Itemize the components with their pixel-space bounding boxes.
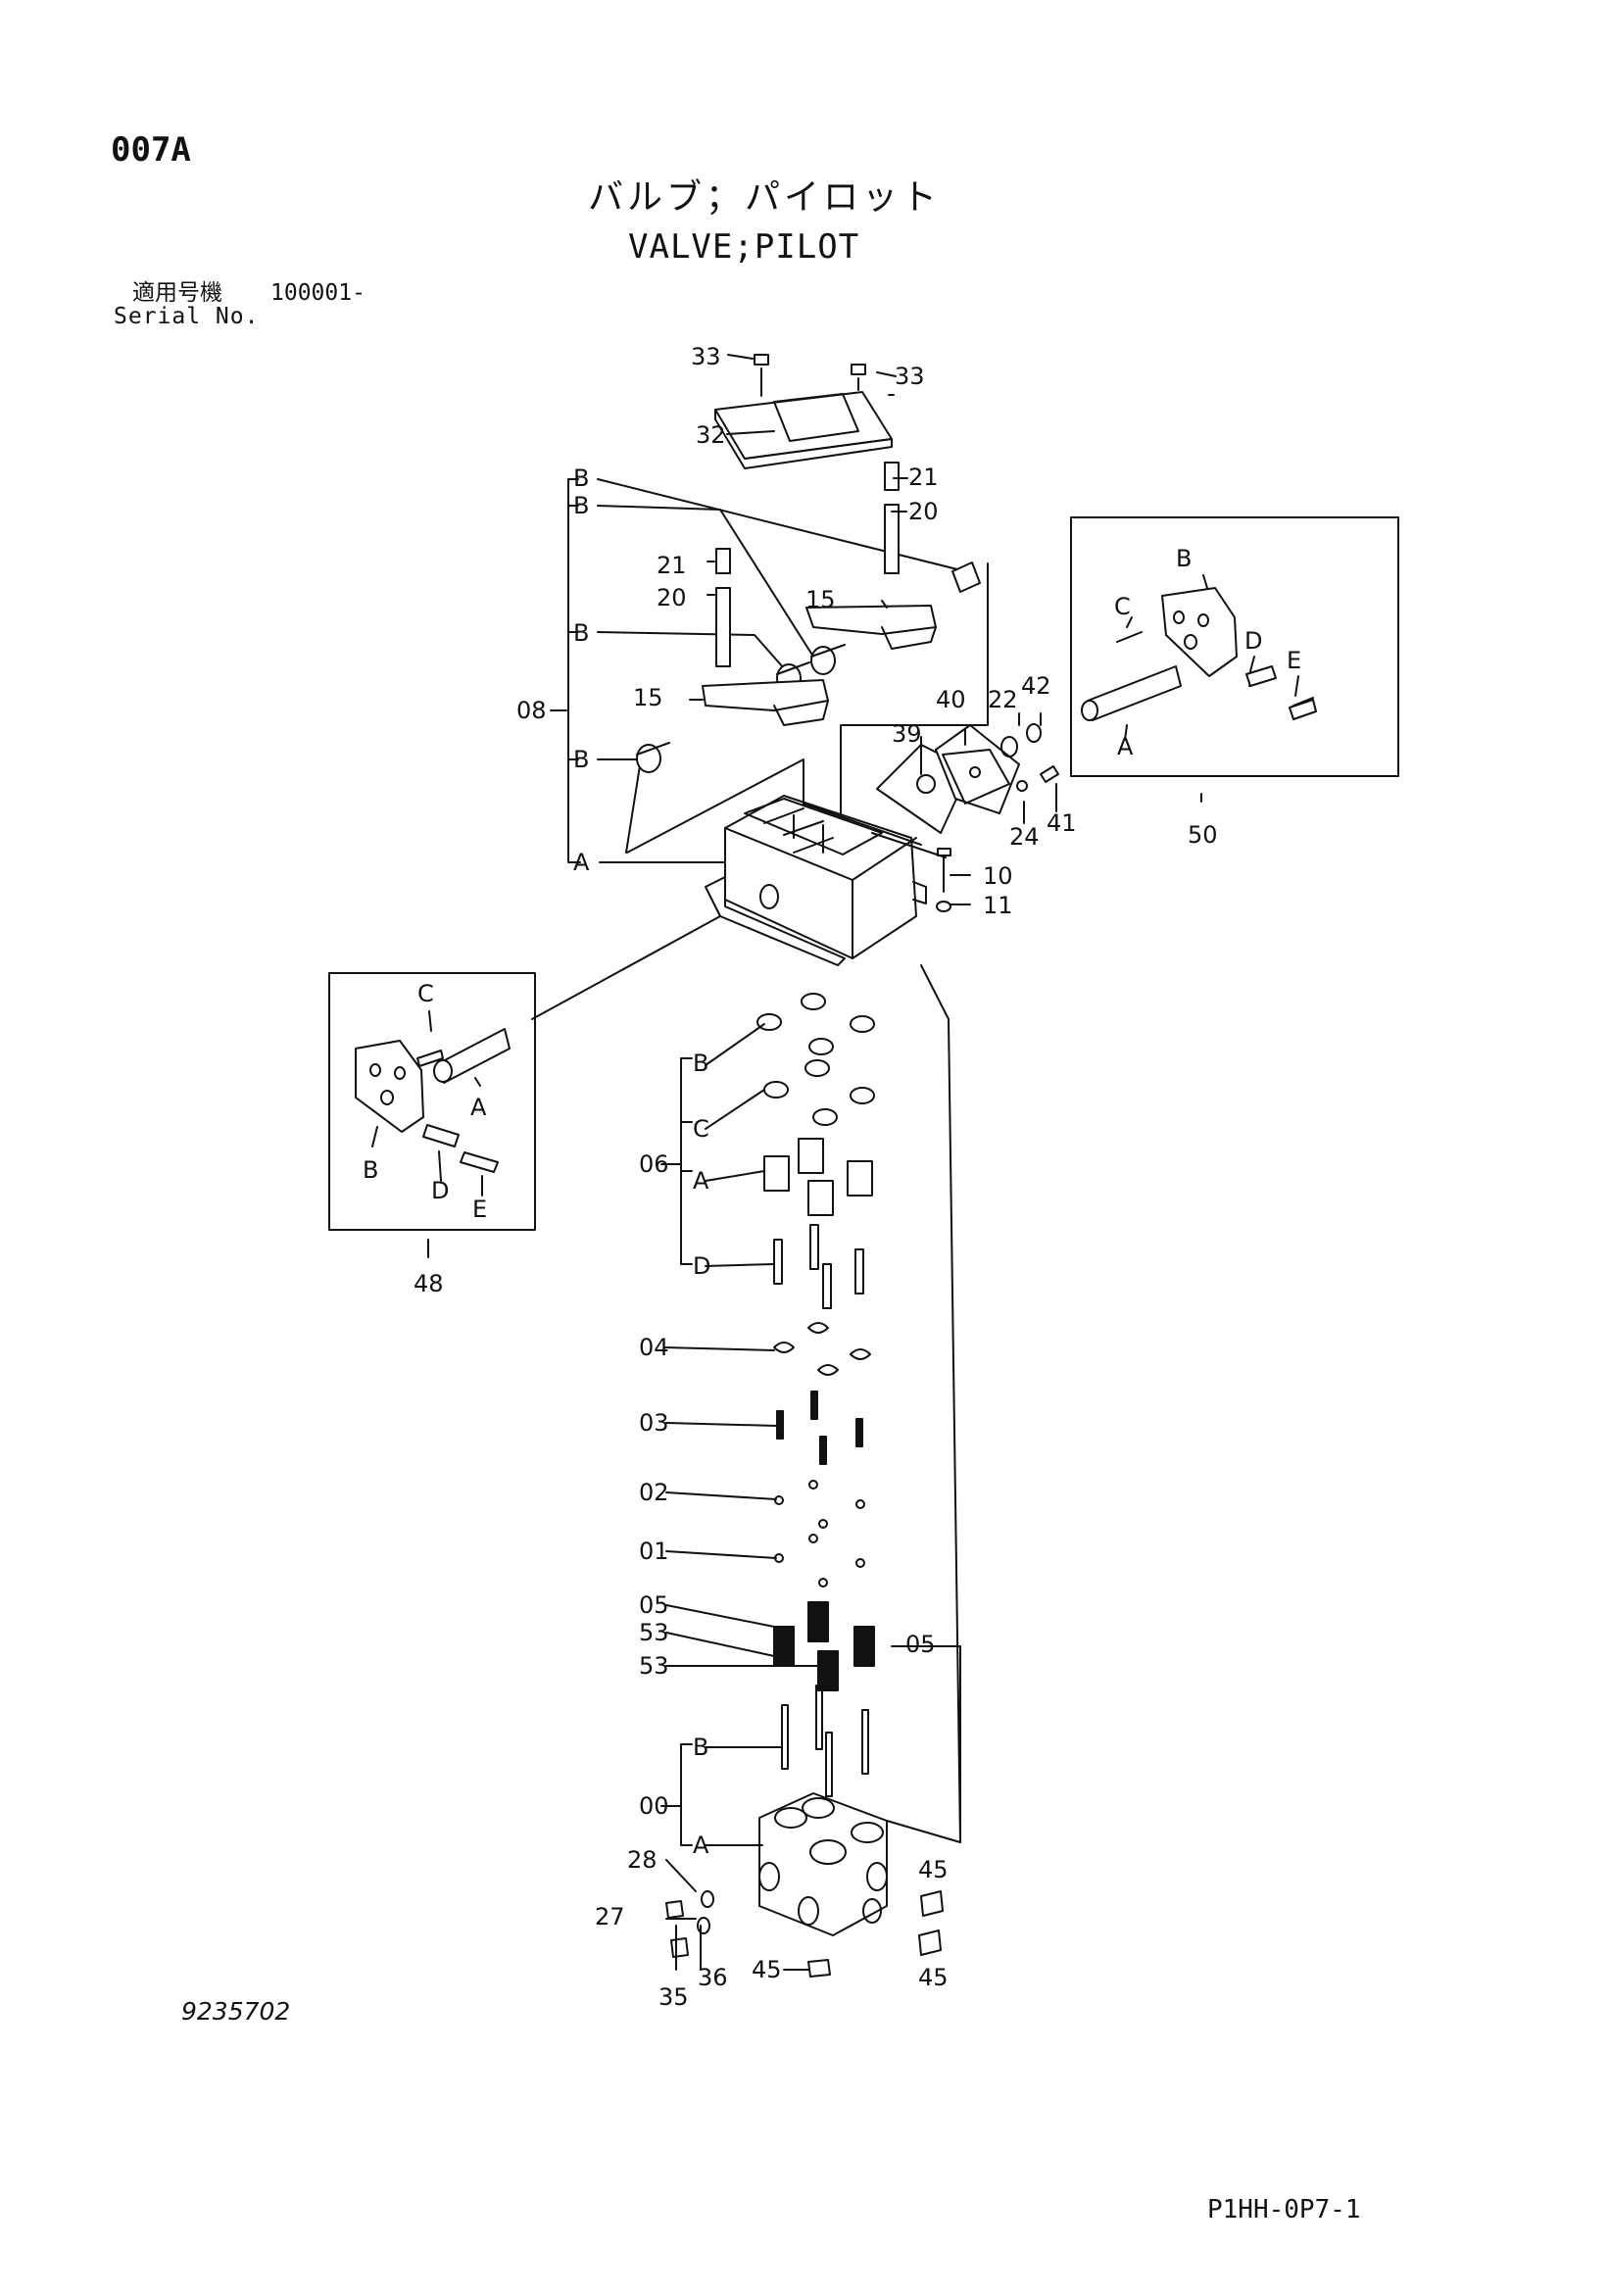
kit48-label-C: C (417, 980, 434, 1007)
label-00: 00 (639, 1792, 669, 1820)
label-20a: 20 (908, 498, 939, 525)
label-02: 02 (639, 1479, 669, 1506)
label-15a: 15 (805, 586, 836, 613)
frame-bracket-08 (550, 478, 989, 863)
label-B-a: B (573, 464, 589, 492)
serial-label-japanese: 適用号機 (132, 280, 222, 306)
label-00-A: A (693, 1832, 709, 1859)
label-21b: 21 (657, 552, 687, 579)
label-53a: 53 (639, 1619, 669, 1646)
label-05a: 05 (639, 1591, 669, 1619)
label-06: 06 (639, 1150, 669, 1178)
cover-plate-group (714, 354, 897, 469)
serial-label-english: Serial No. (114, 304, 260, 329)
callout-labels: 33 33 32 21 20 21 20 15 15 B B B B A 08 … (363, 343, 1301, 2011)
label-05b: 05 (905, 1631, 936, 1658)
serial-number-value: 100001- (270, 280, 365, 306)
label-20b: 20 (657, 584, 687, 611)
lower-valve-body (665, 964, 961, 1978)
label-50: 50 (1188, 821, 1218, 849)
lever-and-pins (702, 462, 937, 726)
kit50-label-D: D (1244, 627, 1262, 655)
label-11: 11 (983, 892, 1013, 919)
title-japanese: バルブ；パイロット (588, 177, 942, 218)
catalog-code: 007A (111, 130, 191, 170)
kit50-label-B: B (1176, 545, 1192, 572)
page-code: P1HH-0P7-1 (1207, 2195, 1361, 2224)
label-24: 24 (1009, 823, 1040, 851)
label-28: 28 (627, 1846, 658, 1874)
label-36: 36 (698, 1964, 728, 1991)
label-27: 27 (595, 1903, 625, 1930)
label-B-c: B (573, 619, 589, 647)
label-06-A: A (693, 1167, 709, 1195)
label-B-d: B (573, 746, 589, 773)
bracket-06 (660, 1023, 930, 1971)
label-33a: 33 (691, 343, 721, 370)
label-A-top: A (573, 849, 590, 876)
label-42: 42 (1021, 672, 1051, 700)
cover-plates-39-40 (803, 723, 1059, 912)
label-45c: 45 (752, 1956, 782, 1983)
kit50-label-C: C (1114, 593, 1131, 620)
label-06-B: B (693, 1050, 708, 1077)
label-08: 08 (516, 697, 547, 724)
pilot-valve-stack (756, 993, 875, 1797)
label-04: 04 (639, 1334, 669, 1361)
label-39: 39 (892, 720, 922, 748)
label-35: 35 (658, 1983, 689, 2011)
label-00-B: B (693, 1734, 708, 1761)
label-15b: 15 (633, 684, 663, 711)
label-45a: 45 (918, 1856, 949, 1883)
kit48-label-D: D (431, 1177, 449, 1204)
kit50-label-A: A (1117, 733, 1134, 760)
label-21a: 21 (908, 464, 939, 491)
kit-50-box (1070, 516, 1399, 777)
kit48-label-A: A (470, 1094, 487, 1121)
label-45b: 45 (918, 1964, 949, 1991)
leader-lines (371, 394, 1299, 1258)
label-33b: 33 (895, 363, 925, 390)
label-06-C: C (693, 1115, 709, 1143)
label-10: 10 (983, 862, 1013, 890)
valve-casing (705, 795, 927, 966)
kit-48-box (328, 915, 721, 1231)
kit48-label-B: B (363, 1156, 378, 1184)
label-32: 32 (696, 421, 726, 449)
label-48: 48 (414, 1270, 444, 1297)
label-41: 41 (1047, 809, 1077, 837)
label-22: 22 (988, 686, 1018, 713)
label-01: 01 (639, 1538, 669, 1565)
drawing-number: 9235702 (181, 1997, 291, 2026)
label-B-b: B (573, 492, 589, 519)
label-53b: 53 (639, 1652, 669, 1680)
label-03: 03 (639, 1409, 669, 1437)
kit48-label-E: E (472, 1196, 487, 1223)
kit50-label-E: E (1287, 647, 1301, 674)
label-40: 40 (936, 686, 966, 713)
title-english: VALVE;PILOT (628, 227, 860, 267)
label-06-D: D (693, 1252, 710, 1280)
